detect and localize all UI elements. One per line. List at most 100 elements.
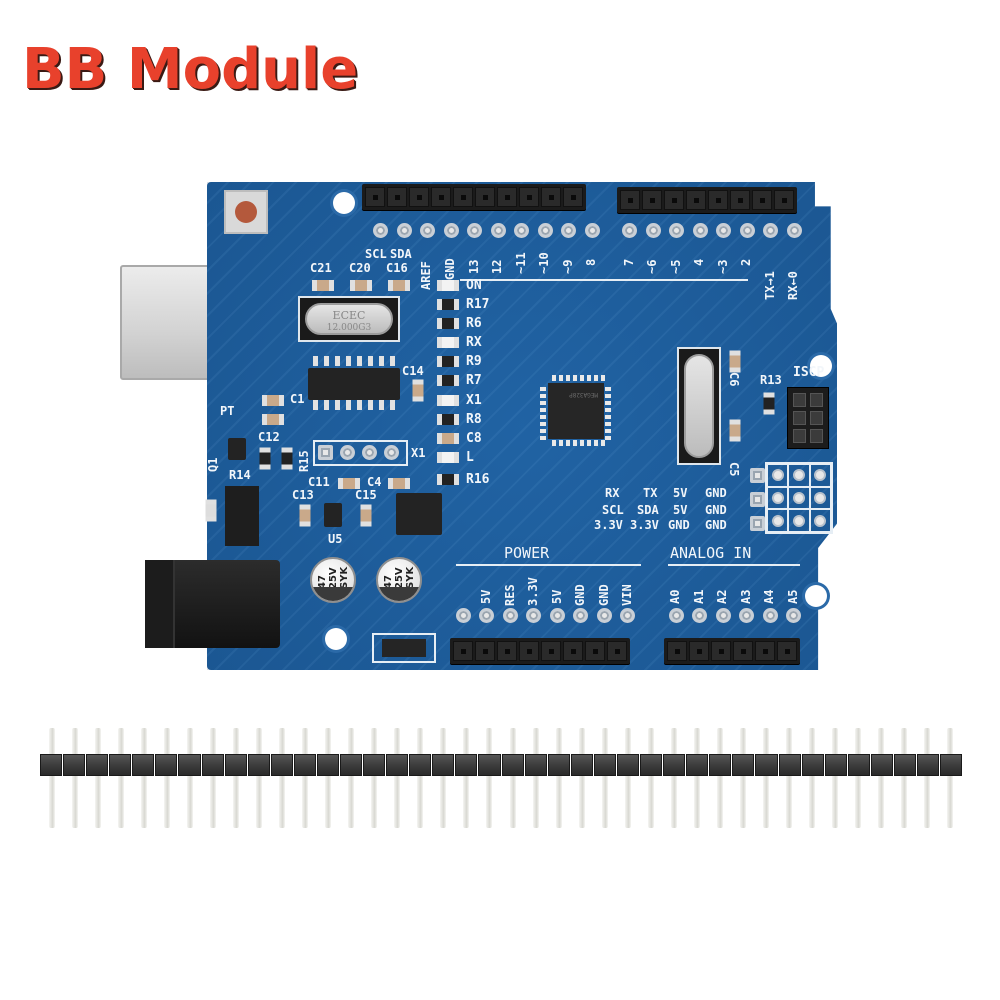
header-pin-body (893, 754, 916, 776)
header-pin-body (616, 754, 640, 776)
header-pin (855, 728, 862, 828)
header-pin (440, 728, 447, 828)
header-pin (48, 728, 55, 828)
header-pin (509, 728, 516, 828)
header-pin-body (570, 754, 593, 776)
male-pin-header-strip (40, 728, 963, 828)
label-r15: R15 (297, 450, 311, 472)
header-pin (279, 728, 286, 828)
power-header-title: POWER (504, 544, 550, 562)
mount-hole (810, 355, 832, 377)
header-pin (670, 728, 677, 828)
op-amp-ic (396, 493, 442, 535)
header-pin-body (824, 754, 847, 776)
header-pin (140, 728, 147, 828)
iscp-header (787, 387, 829, 449)
header-pin (255, 728, 262, 828)
header-pin-body (847, 754, 870, 776)
label-iscp: ISCP (793, 365, 825, 380)
pin-label-5: ~5 (669, 259, 683, 274)
header-pin-body (870, 754, 893, 776)
header-pin (117, 728, 124, 828)
voltage-regulator (225, 486, 259, 546)
header-pin (486, 728, 493, 828)
header-pin-body (940, 754, 963, 776)
header-pin (325, 728, 332, 828)
header-pin-body (916, 754, 940, 776)
header-pin-body (709, 754, 732, 776)
header-pin (924, 728, 931, 828)
header-pin (371, 728, 378, 828)
header-pin (94, 728, 101, 828)
header-pin (878, 728, 885, 828)
transistor-q1 (228, 438, 246, 460)
label-r8: R8 (466, 412, 482, 427)
reset-button (224, 190, 268, 234)
electrolytic-capacitor: 47 25V SYK (310, 557, 356, 603)
label-c6: C6 (727, 372, 741, 387)
header-pin-body (547, 754, 570, 776)
label-l: L (466, 450, 474, 465)
header-pin-body (178, 754, 201, 776)
header-pin (302, 728, 309, 828)
silk-divider (668, 564, 800, 566)
header-pin-body (732, 754, 755, 776)
header-pin-body (109, 754, 132, 776)
header-pin-body (778, 754, 801, 776)
header-pin-body (247, 754, 270, 776)
label-c13: C13 (292, 488, 314, 502)
header-pin-body (224, 754, 247, 776)
regulator-u5 (324, 503, 342, 527)
label-c15: C15 (355, 488, 377, 502)
smd-diode (372, 633, 436, 663)
label-c5: C5 (727, 462, 741, 477)
header-pin-body (501, 754, 524, 776)
pin-label-11: ~11 (514, 252, 528, 274)
label-pt: PT (220, 404, 235, 418)
label-rx-led: RX (466, 335, 482, 350)
header-pin-body (524, 754, 547, 776)
pin-label-9: ~9 (561, 259, 575, 274)
pin-label-3: ~3 (716, 259, 730, 274)
strip-body (40, 754, 963, 776)
header-pin (578, 728, 585, 828)
label-c14: C14 (402, 364, 424, 378)
header-pin (832, 728, 839, 828)
header-pin-body (663, 754, 686, 776)
atmega328p-mcu: MEGA328P (548, 383, 604, 439)
x1-header-pads (313, 440, 408, 466)
page-title: BB Module (22, 37, 359, 102)
pin-label-13: 13 (467, 259, 481, 274)
header-pin-body (386, 754, 409, 776)
header-pin-body (40, 754, 63, 776)
label-c11: C11 (308, 475, 330, 489)
pin-label-rx: RX←0 (786, 271, 800, 300)
label-r16: R16 (466, 472, 490, 487)
silk-divider (460, 279, 748, 281)
label-c20: C20 (349, 261, 371, 275)
power-header (450, 638, 630, 664)
crystal-12mhz: ECEC 12.000G3 (298, 296, 400, 342)
header-pin (947, 728, 954, 828)
pin-label-12: 12 (490, 259, 504, 274)
dc-power-jack (145, 560, 280, 648)
reset-button-cap (235, 201, 257, 223)
header-pin (693, 728, 700, 828)
header-pin-body (363, 754, 386, 776)
header-pin-body (63, 754, 86, 776)
label-r17: R17 (466, 297, 490, 312)
label-r9: R9 (466, 354, 482, 369)
label-q1: Q1 (206, 457, 220, 472)
header-pin-body (432, 754, 455, 776)
silk-divider (456, 564, 641, 566)
header-pin (716, 728, 723, 828)
usb-serial-ic (308, 368, 400, 400)
crystal-16mhz (677, 347, 721, 465)
label-r13: R13 (760, 373, 782, 387)
header-pin (647, 728, 654, 828)
header-pin (624, 728, 631, 828)
pin-label-2: 2 (739, 258, 753, 266)
header-pin (901, 728, 908, 828)
pin-label-4: 4 (692, 258, 706, 266)
pin-label-sda: SDA (390, 247, 412, 261)
